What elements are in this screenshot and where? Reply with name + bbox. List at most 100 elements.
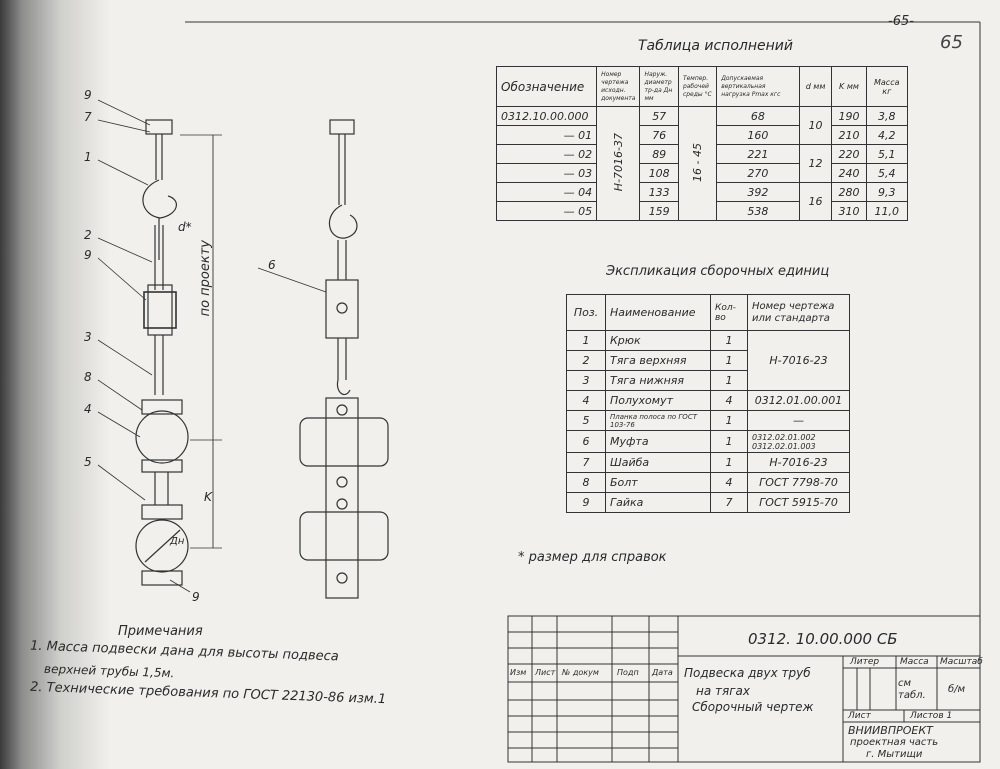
- parts-qty-6: 1: [710, 452, 748, 473]
- exec-header-mass: Масса кг: [865, 66, 909, 107]
- exec-code-0: 0312.10.00.000: [495, 106, 598, 126]
- parts-pos-8: 9: [566, 492, 606, 513]
- tb-name-3: Сборочный чертеж: [692, 700, 814, 714]
- tb-name-1: Подвеска двух труб: [684, 666, 811, 680]
- exec-mass-4: 9,3: [865, 182, 909, 202]
- parts-pos-4: 5: [566, 410, 606, 431]
- exec-header-k: K мм: [831, 66, 867, 107]
- exec-header-doc: Номер чертежа исходн. документа: [596, 66, 641, 107]
- exec-dn-5: 159: [639, 201, 679, 221]
- exec-k-1: 210: [831, 125, 867, 145]
- exec-mass-3: 5,4: [865, 163, 909, 183]
- parts-std-8: ГОСТ 5915-70: [747, 492, 850, 513]
- exec-load-2: 221: [716, 144, 800, 164]
- exec-header-temp: Темпер. рабочей среды °С: [677, 66, 718, 107]
- pos-label-6: 6: [268, 258, 276, 272]
- exec-load-5: 538: [716, 201, 800, 221]
- exec-dn-1: 76: [639, 125, 679, 145]
- parts-name-0: Крюк: [605, 330, 711, 351]
- parts-pos-1: 2: [566, 350, 606, 371]
- exec-header-dn: Наруж. диаметр тр-да Дн мм: [639, 66, 679, 107]
- parts-name-7: Болт: [605, 472, 711, 493]
- tb-col-list: Лист: [535, 668, 556, 677]
- exec-code-3: — 03: [495, 163, 598, 183]
- dim-label-project: по проекту: [198, 240, 213, 317]
- tb-col-date: Дата: [652, 668, 673, 677]
- exec-header-d: d мм: [798, 66, 833, 107]
- parts-pos-2: 3: [566, 370, 606, 391]
- dim-label-k: K: [204, 490, 212, 504]
- parts-name-3: Полухомут: [605, 390, 711, 411]
- exec-load-1: 160: [716, 125, 800, 145]
- parts-pos-6: 7: [566, 452, 606, 473]
- parts-name-2: Тяга нижняя: [605, 370, 711, 391]
- parts-std-1: Н-7016-23: [769, 354, 828, 367]
- parts-std-7: ГОСТ 7798-70: [747, 472, 850, 493]
- exec-k-3: 240: [831, 163, 867, 183]
- exec-mass-0: 3,8: [865, 106, 909, 126]
- exec-mass-5: 11,0: [865, 201, 909, 221]
- pos-label-3: 3: [84, 330, 92, 344]
- exec-code-4: — 04: [495, 182, 598, 202]
- parts-header-name: Наименование: [605, 294, 711, 331]
- parts-qty-1: 1: [710, 350, 748, 371]
- parts-name-4: Планка полоса по ГОСТ 103-76: [605, 410, 711, 431]
- notes-title: Примечания: [118, 624, 203, 639]
- dim-label-d: d*: [178, 220, 192, 234]
- exec-k-5: 310: [831, 201, 867, 221]
- exec-k-4: 280: [831, 182, 867, 202]
- parts-name-1: Тяга верхняя: [605, 350, 711, 371]
- pos-label-7: 7: [84, 110, 92, 124]
- exec-load-4: 392: [716, 182, 800, 202]
- exec-code-5: — 05: [495, 201, 598, 221]
- parts-pos-0: 1: [566, 330, 606, 351]
- tb-name-2: на тягах: [696, 684, 750, 698]
- parts-std-5: 0312.02.01.002 0312.02.01.003: [747, 430, 850, 453]
- exec-header-code: Обозначение: [495, 66, 598, 107]
- exec-dn-2: 89: [639, 144, 679, 164]
- parts-std-group: Н-7016-23: [747, 330, 850, 391]
- parts-std-3: 0312.01.00.001: [747, 390, 850, 411]
- parts-name-8: Гайка: [605, 492, 711, 513]
- exec-temp-range: 16 - 45: [691, 142, 705, 182]
- tb-col-sign: Подп: [617, 668, 639, 677]
- pos-label-4: 4: [84, 402, 92, 416]
- parts-qty-0: 1: [710, 330, 748, 351]
- tb-code: 0312. 10.00.000 СБ: [748, 630, 898, 648]
- exec-mass-1: 4,2: [865, 125, 909, 145]
- exec-k-2: 220: [831, 144, 867, 164]
- tb-massa: Масса: [900, 657, 929, 667]
- tb-litera: Литер: [850, 657, 880, 667]
- reference-note: * размер для справок: [518, 550, 667, 565]
- tb-col-izm: Изм: [510, 668, 527, 677]
- pos-label-9-bottom: 9: [192, 590, 200, 604]
- parts-qty-7: 4: [710, 472, 748, 493]
- parts-table-title: Экспликация сборочных единиц: [606, 264, 830, 279]
- parts-pos-5: 6: [566, 430, 606, 453]
- exec-mass-2: 5,1: [865, 144, 909, 164]
- scan-shadow: [0, 0, 110, 769]
- parts-std-4: —: [747, 410, 850, 431]
- exec-d-group-0: 10: [798, 106, 833, 145]
- dim-label-dn: Дн: [170, 536, 185, 547]
- exec-dn-0: 57: [639, 106, 679, 126]
- exec-d-group-1: 12: [798, 144, 833, 183]
- parts-pos-3: 4: [566, 390, 606, 411]
- exec-table-title: Таблица исполнений: [638, 38, 793, 54]
- parts-header-pos: Поз.: [566, 294, 606, 331]
- exec-load-3: 270: [716, 163, 800, 183]
- parts-qty-5: 1: [710, 430, 748, 453]
- parts-qty-2: 1: [710, 370, 748, 391]
- pos-label-9-mid: 9: [84, 248, 92, 262]
- pos-label-5: 5: [84, 455, 92, 469]
- tb-listov: Листов 1: [910, 711, 953, 721]
- parts-header-qty: Кол-во: [710, 294, 748, 331]
- exec-header-load: Допускаемая вертикальная нагрузка Pmax к…: [716, 66, 800, 107]
- tb-masshtab: Масштаб: [940, 657, 983, 667]
- exec-dn-4: 133: [639, 182, 679, 202]
- tb-org-3: г. Мытищи: [866, 749, 923, 760]
- pos-label-2: 2: [84, 228, 92, 242]
- exec-table: Обозначение Номер чертежа исходн. докуме…: [495, 66, 909, 221]
- exec-load-0: 68: [716, 106, 800, 126]
